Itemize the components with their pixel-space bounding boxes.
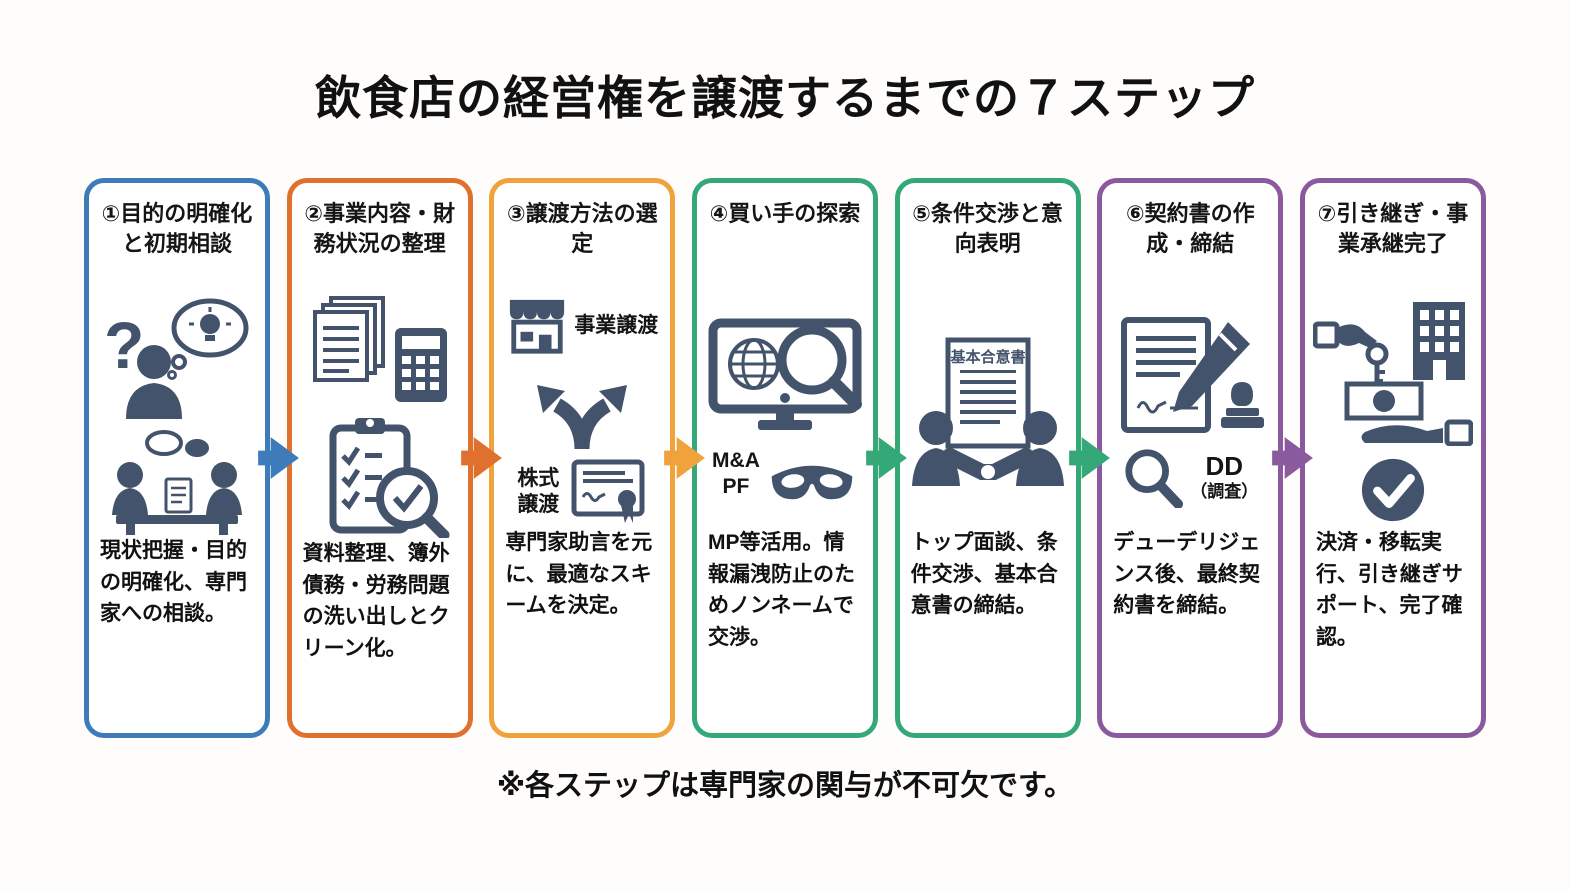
footnote: ※各ステップは専門家の関与が不可欠です。 [496, 770, 1074, 802]
dd-sub-label: （調査） [1190, 481, 1259, 501]
contract-pen-stamp-icon [1121, 316, 1265, 433]
step-2-title: ②事業内容・財務状況の整理 [304, 201, 455, 257]
svg-text:?: ? [104, 308, 144, 382]
certificate-icon [571, 459, 645, 523]
step-3-description: 専門家助言を元に、最適なスキームを決定。 [505, 531, 653, 617]
agreement-document-icon: 基本合意書 [911, 337, 1064, 486]
step-1-icons: ? [100, 294, 254, 535]
key-handover-building-icon [1312, 301, 1473, 446]
branch-arrows-icon [537, 384, 628, 449]
arrow-right-icon [866, 437, 908, 479]
step-5-icons: 基本合意書 [911, 294, 1065, 527]
step-4-title: ④買い手の探索 [709, 201, 861, 226]
dd-label: DD [1205, 450, 1244, 481]
step-7-title: ⑦引き継ぎ・事業承継完了 [1317, 201, 1469, 257]
arrow-step4-step5 [866, 435, 908, 481]
step-card-6: ⑥契約書の作成・締結 [1097, 178, 1284, 738]
step-6-description: デューデリジェンス後、最終契約書を締結。 [1113, 531, 1261, 617]
agreement-doc-title: 基本合意書 [949, 348, 1025, 366]
step-card-3: ③譲渡方法の選定 事業譲渡 [489, 178, 676, 738]
step-4-icons: M&A PF [708, 294, 862, 527]
question-thinker-icon: ? [104, 298, 249, 419]
monitor-globe-search-icon [708, 318, 862, 430]
step-7-icons [1312, 294, 1473, 527]
step-card-1: ①目的の明確化と初期相談 ? [84, 178, 270, 738]
step-card-7: ⑦引き継ぎ・事業承継完了 [1299, 178, 1486, 738]
business-transfer-label: 事業譲渡 [574, 313, 659, 337]
step-6-title: ⑥契約書の作成・締結 [1125, 201, 1255, 257]
check-circle-icon [1361, 458, 1425, 521]
consultation-table-icon [112, 430, 242, 535]
ma-platform-label-line1: M&A [712, 449, 760, 473]
arrow-right-icon [663, 437, 705, 479]
arrow-right-icon [1271, 437, 1313, 479]
step-7-description: 決済・移転実行、引き継ぎサポート、完了確認。 [1315, 531, 1463, 649]
arrow-step3-step4 [663, 435, 705, 481]
arrow-right-icon [461, 437, 502, 479]
arrow-right-icon [1069, 437, 1110, 479]
magnifier-icon [1125, 448, 1184, 508]
step-5-description: トップ面談、条件交渉、基本合意書の締結。 [910, 531, 1058, 617]
step-card-5: ⑤条件交渉と意向表明 基本合意書 [894, 178, 1081, 738]
step-2-icons [303, 294, 457, 538]
mask-icon [771, 465, 853, 499]
arrow-step1-step2 [258, 435, 300, 481]
page-title: 飲食店の経営権を譲渡するまでの７ステップ [315, 72, 1255, 124]
ma-platform-label-line2: PF [722, 474, 750, 498]
step-card-4: ④買い手の探索 M&A [691, 178, 878, 738]
step-3-icons: 事業譲渡 株式譲渡 [505, 294, 659, 527]
storefront-icon [510, 299, 565, 354]
step-2-description: 資料整理、簿外債務・労務問題の洗い出しとクリーン化。 [302, 542, 450, 660]
arrow-step5-step6 [1069, 435, 1110, 481]
checklist-magnifier-icon [329, 418, 450, 538]
arrow-step2-step3 [461, 435, 502, 481]
arrow-step6-step7 [1271, 435, 1313, 481]
step-1-title: ①目的の明確化と初期相談 [101, 201, 253, 257]
step-4-description: MP等活用。情報漏洩防止のためノンネームで交渉。 [707, 531, 855, 649]
arrow-right-icon [258, 437, 300, 479]
step-6-icons: DD （調査） [1113, 294, 1267, 527]
step-3-title: ③譲渡方法の選定 [506, 201, 658, 257]
steps-row: ①目的の明確化と初期相談 ? [0, 178, 1570, 738]
step-card-2: ②事業内容・財務状況の整理 [286, 178, 473, 738]
step-1-description: 現状把握・目的の明確化、専門家への相談。 [100, 539, 247, 625]
documents-calculator-icon [312, 296, 447, 402]
share-transfer-label: 株式譲渡 [517, 467, 560, 516]
step-5-title: ⑤条件交渉と意向表明 [912, 201, 1063, 257]
